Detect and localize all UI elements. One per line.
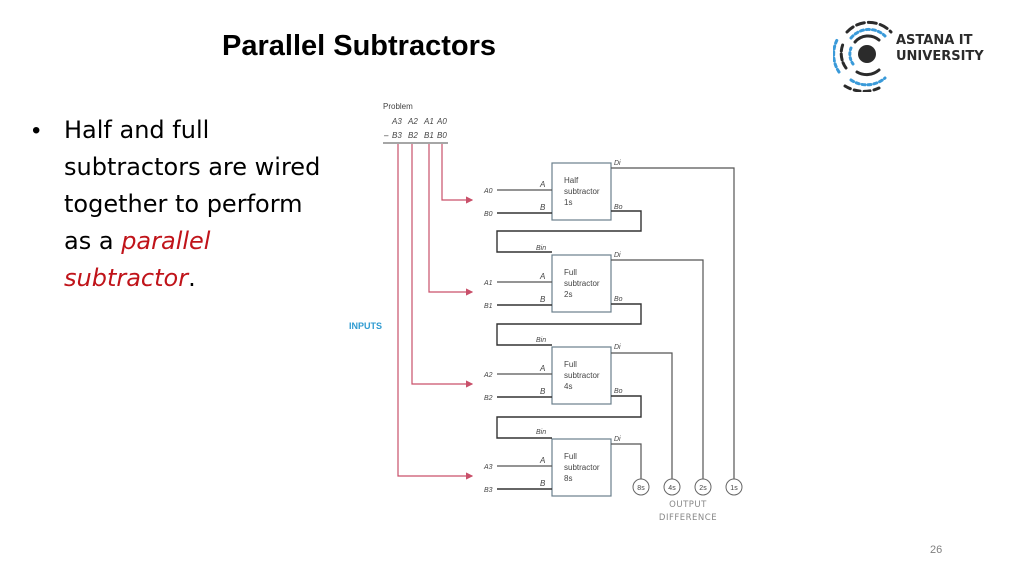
output-wire-8s — [611, 443, 642, 479]
port-di-label: Di — [614, 436, 621, 443]
port-bo-label: Bo — [614, 296, 623, 303]
block-line2: subtractor — [564, 371, 600, 380]
output-circle-2s — [694, 478, 712, 496]
port-bo-label: Bo — [614, 388, 623, 395]
block-line2: subtractor — [564, 279, 600, 288]
block-line2: subtractor — [564, 187, 600, 196]
subtractor-block — [551, 438, 612, 497]
port-di-label: Di — [614, 160, 621, 167]
output-label-line2: DIFFERENCE — [659, 513, 717, 523]
input-wire-0 — [441, 144, 474, 204]
logo-emblem-icon — [832, 20, 893, 93]
slide-title: Parallel Subtractors — [222, 30, 496, 62]
borrow-wire-3 — [496, 395, 642, 439]
block-line1: Full — [564, 360, 577, 369]
problem-label: Problem — [383, 102, 413, 111]
output-label-line1: OUTPUT — [669, 500, 707, 510]
problem-b0: B0 — [437, 131, 447, 140]
block-line3: 1s — [564, 198, 572, 207]
port-a-label: A — [539, 272, 545, 281]
block-line1: Full — [564, 452, 577, 461]
borrow-wire-1 — [496, 210, 642, 253]
port-a-label: A — [539, 364, 545, 373]
port-b-label: B — [540, 203, 546, 212]
university-logo — [832, 12, 993, 93]
port-b-label: B — [540, 387, 546, 396]
subtractor-block — [551, 162, 612, 221]
output-circle-8s — [632, 478, 650, 496]
input-wire-3 — [397, 144, 474, 480]
input-b-label: B1 — [484, 303, 493, 310]
page-number: 26 — [930, 544, 943, 556]
port-b-label: B — [540, 295, 546, 304]
output-1s: 1s — [730, 485, 738, 492]
subtractor-block — [551, 346, 612, 405]
output-circle-1s — [725, 478, 743, 496]
output-4s: 4s — [668, 485, 676, 492]
problem-minus: – — [383, 131, 389, 140]
input-b-label: B2 — [484, 395, 493, 402]
bullet-text: Half and full subtractors are wired toge… — [64, 112, 324, 297]
problem-a3: A3 — [391, 117, 402, 126]
input-wire-1 — [428, 144, 474, 296]
bullet-text-end: . — [188, 264, 196, 292]
port-bin-label: Bin — [536, 337, 546, 344]
input-a-label: A0 — [483, 188, 493, 195]
port-di-label: Di — [614, 344, 621, 351]
output-wire-2s — [611, 259, 704, 479]
port-a-label: A — [539, 456, 545, 465]
block-line3: 2s — [564, 290, 572, 299]
port-a-label: A — [539, 180, 545, 189]
input-a-label: A2 — [483, 372, 493, 379]
output-8s: 8s — [637, 485, 645, 492]
bullet-dot: • — [32, 117, 41, 144]
port-bin-label: Bin — [536, 245, 546, 252]
bullet-text-emphasis: parallel subtractor — [64, 227, 211, 292]
block-line2: subtractor — [564, 463, 600, 472]
port-di-label: Di — [614, 252, 621, 259]
logo-line2: UNIVERSITY — [896, 49, 984, 64]
block-line3: 8s — [564, 474, 572, 483]
output-2s: 2s — [699, 485, 707, 492]
port-b-label: B — [540, 479, 546, 488]
block-line3: 4s — [564, 382, 572, 391]
problem-a0: A0 — [436, 117, 447, 126]
subtractor-block — [551, 254, 612, 313]
inputs-label: INPUTS — [349, 321, 382, 331]
problem-b1: B1 — [424, 131, 434, 140]
output-wire-4s — [611, 352, 673, 479]
output-wire-1s — [611, 167, 735, 479]
output-circle-4s — [663, 478, 681, 496]
logo-text: ASTANA IT UNIVERSITY — [896, 33, 984, 65]
problem-a1: A1 — [423, 117, 434, 126]
problem-a2: A2 — [407, 117, 418, 126]
input-wire-2 — [411, 144, 474, 388]
input-a-label: A1 — [483, 280, 493, 287]
input-b-label: B3 — [484, 487, 493, 494]
borrow-wire-2 — [496, 303, 642, 346]
port-bin-label: Bin — [536, 429, 546, 436]
problem-b3: B3 — [392, 131, 402, 140]
block-line1: Full — [564, 268, 577, 277]
logo-line1: ASTANA IT — [896, 33, 973, 48]
block-line1: Half — [564, 176, 579, 185]
bullet-text-plain: Half and full subtractors are wired toge… — [64, 116, 321, 255]
problem-b2: B2 — [408, 131, 418, 140]
input-b-label: B0 — [484, 211, 493, 218]
input-a-label: A3 — [483, 464, 493, 471]
port-bo-label: Bo — [614, 204, 623, 211]
